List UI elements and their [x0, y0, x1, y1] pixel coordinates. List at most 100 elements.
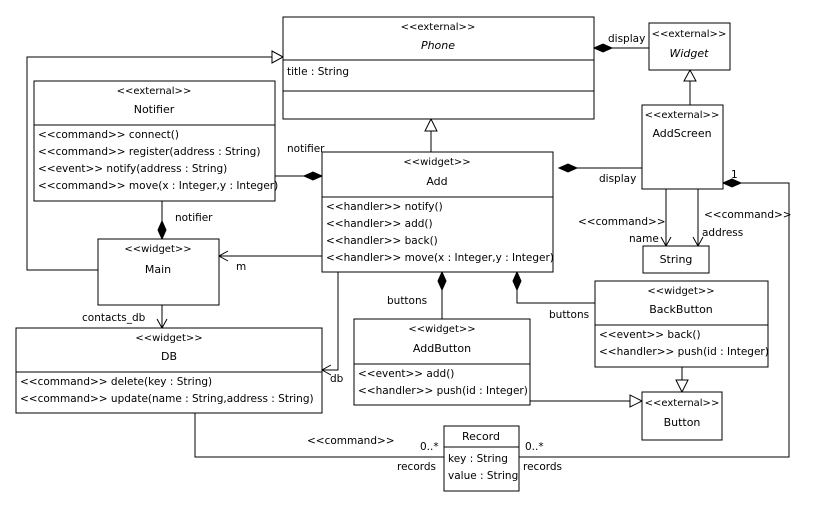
widget-generalization-triangle	[683, 68, 697, 82]
label-stereotype-command-name: <<command>>	[578, 216, 666, 228]
class-notifier-op-connect: <<command>> connect()	[38, 129, 179, 141]
class-phone-attr-title: title : String	[287, 66, 349, 78]
label-buttons-add: buttons	[387, 295, 427, 307]
label-records-left: records	[397, 461, 436, 473]
class-addbutton-stereotype: <<widget>>	[408, 324, 475, 335]
class-button-stereotype: <<external>>	[645, 398, 720, 409]
class-addscreen-box	[641, 104, 724, 190]
class-addbutton-name: AddButton	[413, 342, 471, 355]
connectors	[26, 43, 790, 458]
class-record-attr-key: key : String	[448, 453, 508, 465]
class-addbutton-op-add: <<event>> add()	[358, 368, 454, 380]
label-m: m	[236, 261, 246, 273]
add-db-association-line	[322, 266, 339, 371]
addscreen-records-line	[519, 182, 790, 458]
label-records-left-multiplicity: 0..*	[420, 441, 439, 453]
class-widget-box	[648, 22, 731, 71]
class-backbutton-op-back: <<event>> back()	[599, 329, 701, 341]
class-db-stereotype: <<widget>>	[135, 333, 202, 344]
button-generalization-triangle-from-addbutton	[629, 394, 644, 408]
class-add-op-move: <<handler>> move(x : Integer,y : Integer…	[326, 252, 554, 264]
class-main-stereotype: <<widget>>	[124, 244, 191, 255]
class-backbutton-stereotype: <<widget>>	[647, 286, 714, 297]
add-notifier-diamond	[302, 171, 324, 181]
class-backbutton-box	[594, 280, 769, 368]
class-phone-box	[282, 16, 595, 120]
add-backbutton-diamond	[512, 270, 522, 292]
class-string-name: String	[660, 253, 693, 266]
add-backbutton-composition-line	[516, 290, 595, 304]
label-phone-display: display	[608, 33, 645, 45]
label-records-command: <<command>>	[307, 435, 395, 447]
class-add-op-add: <<handler>> add()	[326, 218, 433, 230]
label-addscreen-multiplicity: 1	[731, 169, 738, 181]
class-add: <<widget>> Add <<handler>> notify() <<ha…	[321, 151, 554, 273]
class-add-op-back: <<handler>> back()	[326, 235, 438, 247]
class-addbutton: <<widget>> AddButton <<event>> add() <<h…	[353, 318, 531, 406]
phone-generalization-triangle-from-add	[424, 117, 438, 132]
class-notifier-box	[33, 80, 276, 202]
class-addbutton-op-push: <<handler>> push(id : Integer)	[358, 385, 528, 397]
class-phone-name: Phone	[421, 39, 455, 52]
class-addscreen-name: AddScreen	[652, 127, 711, 140]
label-records-right: records	[523, 461, 562, 473]
class-db-op-delete: <<command>> delete(key : String)	[20, 376, 212, 388]
button-generalization-triangle-from-backbutton	[675, 379, 689, 394]
add-addscreen-diamond	[557, 163, 579, 173]
label-addscreen-display: display	[599, 173, 636, 185]
class-addbutton-box	[353, 318, 531, 406]
main-notifier-diamond	[157, 219, 167, 241]
main-phone-generalization-line	[26, 56, 272, 271]
class-addscreen: <<external>> AddScreen	[641, 104, 724, 190]
label-buttons-back: buttons	[549, 309, 589, 321]
class-button-name: Button	[664, 416, 701, 429]
class-notifier-stereotype: <<external>>	[117, 86, 192, 97]
class-notifier-name: Notifier	[134, 103, 175, 116]
label-records-right-multiplicity: 0..*	[525, 441, 544, 453]
class-main-name: Main	[145, 263, 171, 276]
class-addscreen-stereotype: <<external>>	[645, 110, 720, 121]
label-db: db	[330, 373, 344, 385]
addscreen-records-diamond	[721, 178, 743, 188]
class-notifier-op-register: <<command>> register(address : String)	[38, 146, 260, 158]
class-phone: <<external>> Phone title : String	[282, 16, 595, 120]
class-backbutton-op-push: <<handler>> push(id : Integer)	[599, 346, 769, 358]
class-string: String	[642, 245, 710, 274]
label-contacts-db: contacts_db	[82, 312, 146, 324]
class-button-box	[641, 391, 723, 441]
class-backbutton: <<widget>> BackButton <<event>> back() <…	[594, 280, 769, 368]
class-add-box	[321, 151, 554, 273]
phone-widget-diamond	[592, 43, 614, 53]
class-widget-stereotype: <<external>>	[652, 29, 727, 40]
class-notifier-op-move: <<command>> move(x : Integer,y : Integer…	[38, 180, 278, 192]
class-record-attr-value: value : String	[448, 470, 518, 482]
class-db-op-update: <<command>> update(name : String,address…	[20, 393, 314, 405]
class-record: Record key : String value : String	[443, 425, 520, 492]
class-backbutton-name: BackButton	[649, 303, 713, 316]
class-main: <<widget>> Main	[97, 238, 220, 306]
class-db-box	[15, 327, 323, 414]
label-stereotype-command-address: <<command>>	[704, 209, 792, 221]
class-widget-name: Widget	[670, 47, 710, 60]
label-name: name	[629, 233, 659, 245]
class-add-op-notify: <<handler>> notify()	[326, 201, 443, 213]
label-address: address	[702, 227, 743, 239]
class-notifier-op-notify: <<event>> notify(address : String)	[38, 163, 227, 175]
class-notifier: <<external>> Notifier <<command>> connec…	[33, 80, 278, 202]
db-records-line	[194, 413, 444, 458]
class-record-box	[443, 425, 520, 492]
class-string-box	[642, 245, 710, 274]
class-add-stereotype: <<widget>>	[403, 157, 470, 168]
class-add-name: Add	[426, 175, 447, 188]
class-main-box	[97, 238, 220, 306]
class-record-name: Record	[462, 430, 500, 443]
add-addbutton-diamond	[437, 270, 447, 292]
label-notifier-add: notifier	[287, 143, 325, 155]
label-notifier-main: notifier	[175, 212, 213, 224]
class-db-name: DB	[161, 350, 177, 363]
class-db: <<widget>> DB <<command>> delete(key : S…	[15, 327, 323, 414]
class-button: <<external>> Button	[641, 391, 723, 441]
connector-labels: display notifier notifier display 1 <<co…	[82, 33, 792, 473]
class-phone-stereotype: <<external>>	[401, 22, 476, 33]
